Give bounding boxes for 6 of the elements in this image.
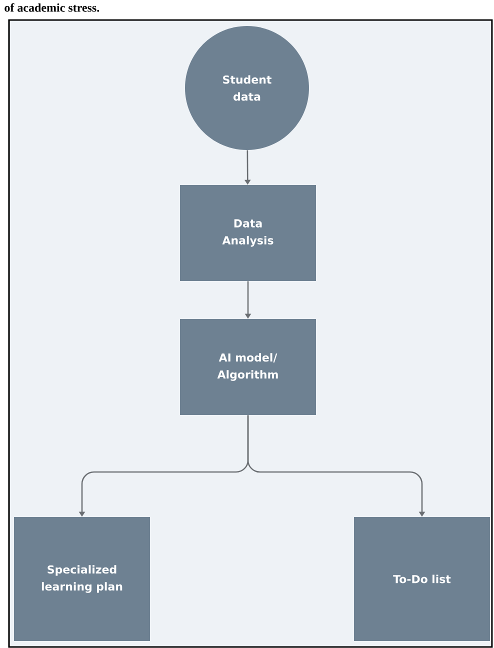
process-box: Specialized learning plan	[14, 517, 150, 641]
process-box: Data Analysis	[180, 185, 316, 281]
circle-node: Student data	[185, 26, 309, 150]
process-box: To-Do list	[354, 517, 490, 641]
caption-text: of academic stress.	[4, 3, 100, 12]
process-box: AI model/ Algorithm	[180, 319, 316, 415]
